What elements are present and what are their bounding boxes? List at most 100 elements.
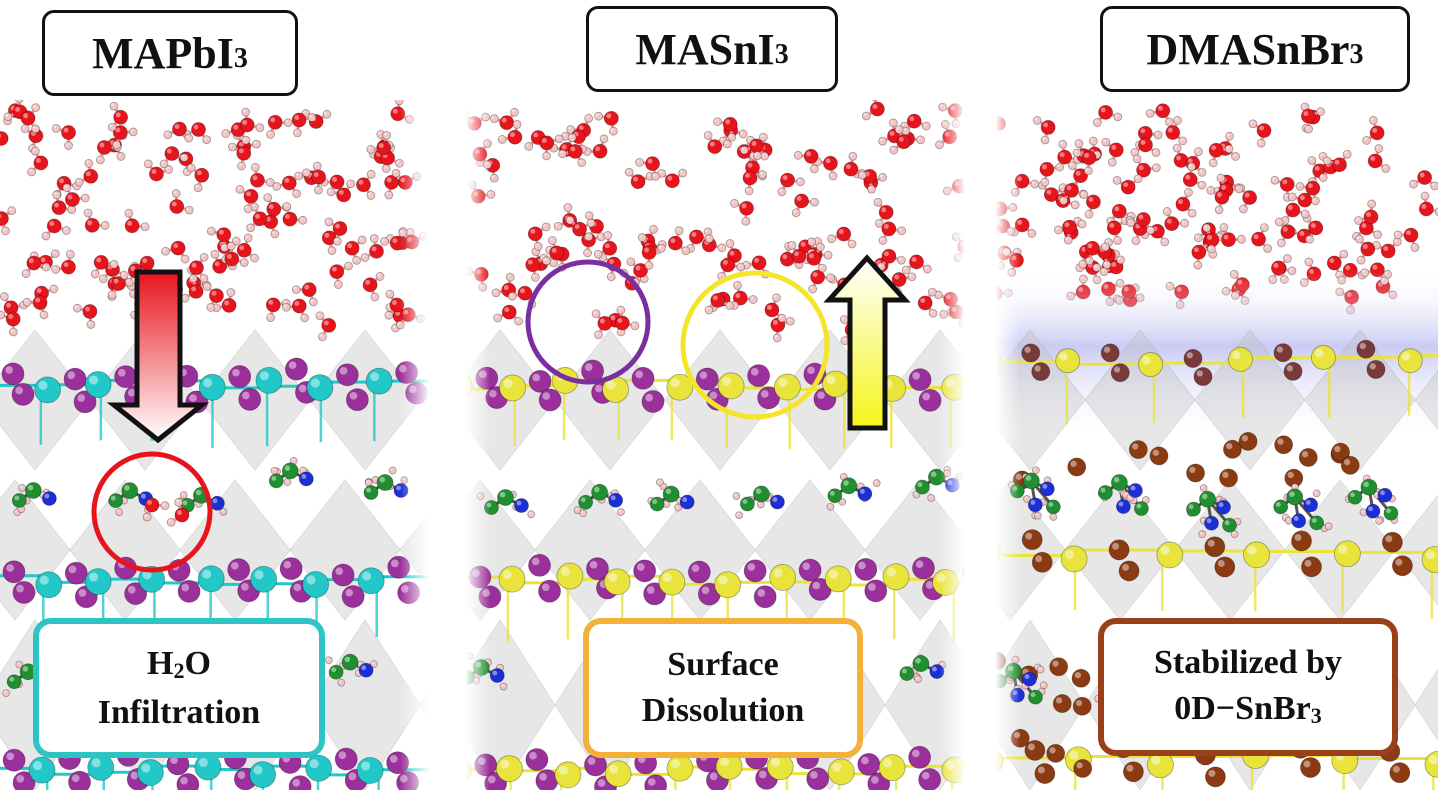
oxygen-atom-shine xyxy=(85,306,90,312)
hydrogen-atom-shine xyxy=(1127,495,1131,498)
hydrogen-atom xyxy=(333,280,343,289)
halide-atom-shine xyxy=(532,373,541,382)
hydrogen-atom xyxy=(380,237,389,246)
halide-atom-shine xyxy=(758,770,767,779)
hydrogen-atom-shine xyxy=(1199,182,1203,186)
hydrogen-atom xyxy=(1206,186,1216,195)
hydrogen-atom-shine xyxy=(1261,224,1265,228)
hydrogen-atom-shine xyxy=(741,147,745,151)
metal-atom xyxy=(498,565,526,593)
hydrogen-atom-shine xyxy=(658,245,662,249)
bromide-atom xyxy=(1071,668,1091,688)
hydrogen-atom xyxy=(758,132,768,142)
hydrogen-atom xyxy=(1230,530,1239,539)
hydrogen-atom-shine xyxy=(719,245,722,248)
carbon-atom xyxy=(1360,478,1378,496)
hydrogen-atom-shine xyxy=(754,152,758,156)
oxygen-atom-shine xyxy=(541,138,547,143)
hydrogen-atom xyxy=(916,135,925,145)
halide-atom-shine xyxy=(921,771,930,780)
oxygen-atom-shine xyxy=(794,251,799,257)
hydrogen-atom-shine xyxy=(1232,153,1236,157)
hydrogen-atom-shine xyxy=(22,125,26,129)
oxygen-atom xyxy=(603,110,619,126)
oxygen-atom-shine xyxy=(1244,192,1250,198)
oxygen-atom xyxy=(527,226,543,242)
carbon-atom-shine xyxy=(331,667,337,673)
hydrogen-atom-shine xyxy=(859,172,863,176)
halide-atom-shine xyxy=(339,367,348,375)
metal-atom-shine xyxy=(832,762,842,772)
oxygen-atom xyxy=(82,304,98,319)
carbon-atom-shine xyxy=(9,676,15,682)
oxygen-atom xyxy=(720,257,736,273)
halide-atom xyxy=(528,369,552,393)
hydrogen-atom-shine xyxy=(314,163,318,167)
bromide-atom-shine xyxy=(1189,466,1196,474)
hydrogen-atom-shine xyxy=(935,292,939,295)
oxygen-atom-shine xyxy=(1282,179,1288,185)
oxygen-atom-shine xyxy=(1140,128,1146,134)
hydrogen-atom-shine xyxy=(1302,104,1305,108)
bromide-atom-shine xyxy=(1074,671,1082,679)
hydrogen-atom-shine xyxy=(636,159,640,163)
hydrogen-atom-shine xyxy=(809,286,813,290)
hydrogen-atom-shine xyxy=(1284,194,1288,198)
hydrogen-atom-shine xyxy=(595,113,599,117)
metal-atom xyxy=(306,374,334,402)
oxygen-atom xyxy=(780,172,795,188)
hydrogen-atom-shine xyxy=(29,145,33,149)
hydrogen-atom xyxy=(281,302,291,312)
hydrogen-atom-shine xyxy=(850,153,853,157)
hydrogen-atom xyxy=(1355,234,1364,244)
hydrogen-atom xyxy=(914,675,922,683)
hydrogen-atom xyxy=(375,272,385,281)
bromide-atom xyxy=(1298,448,1318,467)
metal-atom-shine xyxy=(829,569,839,579)
oxygen-atom xyxy=(1279,176,1295,192)
hydrogen-atom xyxy=(366,169,376,179)
hydrogen-atom xyxy=(1256,138,1266,148)
oxygen-atom xyxy=(878,204,894,220)
hydrogen-atom-shine xyxy=(0,312,1,315)
hydrogen-atom-shine xyxy=(1033,467,1036,471)
hydrogen-atom-shine xyxy=(1079,261,1083,265)
hydrogen-atom-shine xyxy=(917,137,921,140)
hydrogen-atom xyxy=(823,250,833,260)
up-arrow-icon xyxy=(823,254,911,431)
hydrogen-atom xyxy=(1197,168,1207,177)
hydrogen-atom xyxy=(772,293,781,303)
oxygen-atom xyxy=(739,200,754,216)
hydrogen-atom xyxy=(1263,244,1273,253)
oxygen-atom xyxy=(311,169,327,185)
hydrogen-atom-shine xyxy=(819,265,823,269)
halide-atom-shine xyxy=(1359,342,1366,350)
carbon-atom-shine xyxy=(1386,508,1391,514)
hydrogen-atom-shine xyxy=(774,335,778,338)
hydrogen-atom-shine xyxy=(1123,492,1127,496)
carbon-atom xyxy=(497,489,514,506)
halide-atom-shine xyxy=(6,564,14,572)
hydrogen-atom xyxy=(84,159,94,168)
halide-atom xyxy=(918,768,942,790)
oxygen-atom-shine xyxy=(1370,156,1376,161)
hydrogen-atom-shine xyxy=(677,498,680,501)
halide-atom-shine xyxy=(242,391,250,400)
hydrogen-atom xyxy=(1027,229,1037,238)
hydrogen-atom-shine xyxy=(238,163,242,167)
oxygen-atom-shine xyxy=(15,107,21,112)
hydrogen-atom-shine xyxy=(1363,137,1367,141)
carbon-atom-shine xyxy=(195,489,202,496)
oxygen-atom xyxy=(592,143,608,159)
metal-atom xyxy=(769,564,797,591)
hydrogen-atom xyxy=(1101,137,1111,147)
hydrogen-atom xyxy=(1219,223,1229,232)
oxygen-atom-shine xyxy=(270,117,276,123)
halide-atom-shine xyxy=(241,583,249,591)
hydrogen-atom-shine xyxy=(1226,133,1230,137)
hydrogen-atom xyxy=(1342,149,1352,159)
hydrogen-atom-shine xyxy=(1024,496,1028,499)
hydrogen-atom xyxy=(1367,199,1377,209)
hydrogen-atom-shine xyxy=(8,207,12,211)
hydrogen-atom-shine xyxy=(397,322,401,325)
